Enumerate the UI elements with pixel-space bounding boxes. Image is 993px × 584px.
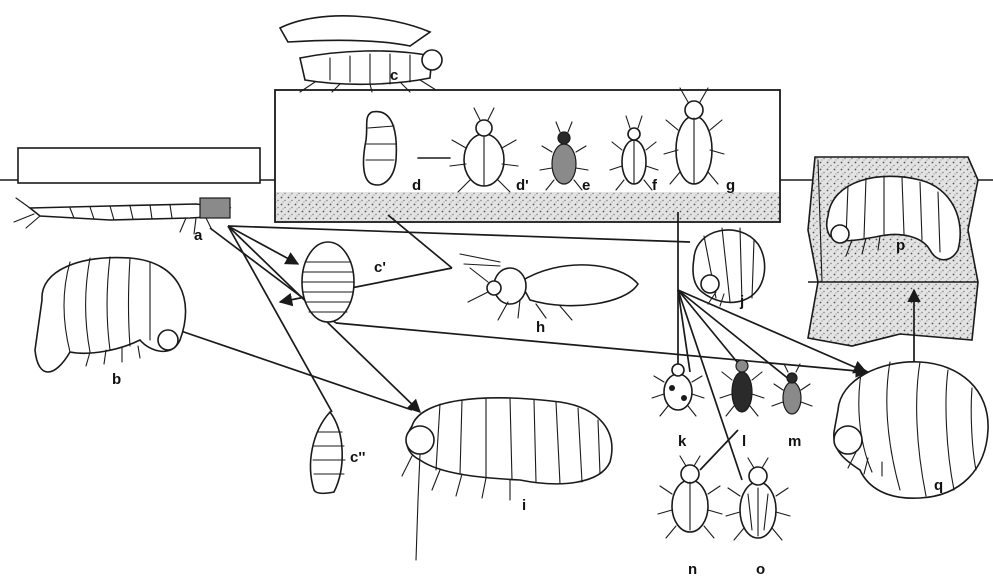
label-h: h — [536, 319, 545, 336]
label-c-prime: c' — [374, 259, 386, 276]
label-k: k — [678, 433, 687, 450]
adult-fly-c — [280, 16, 442, 92]
larva-b — [35, 257, 186, 372]
beetle-m — [772, 364, 812, 414]
label-e: e — [582, 177, 590, 194]
beetle-k — [652, 364, 704, 416]
larva-q — [834, 362, 988, 498]
label-n: n — [688, 561, 697, 578]
pupa-c-double-prime — [311, 412, 345, 493]
beetle-o — [726, 458, 790, 540]
soil-band — [276, 192, 779, 221]
label-m: m — [788, 433, 801, 450]
label-b: b — [112, 371, 121, 388]
label-a: a — [194, 227, 203, 244]
pupa-d — [364, 112, 397, 185]
label-l: l — [742, 433, 746, 450]
beetle-n — [658, 456, 722, 538]
beetle-l — [720, 360, 764, 416]
label-q: q — [934, 477, 943, 494]
label-p: p — [896, 237, 905, 254]
label-c-double-prime: c'' — [350, 449, 365, 466]
label-d: d — [412, 177, 421, 194]
larva-i — [402, 398, 612, 560]
label-c: c — [390, 67, 398, 84]
label-d-prime: d' — [516, 177, 529, 194]
label-i: i — [522, 497, 526, 514]
adult-beetle-h — [460, 254, 638, 320]
host-stem-box — [18, 148, 260, 183]
label-g: g — [726, 177, 735, 194]
puparium-c-prime — [302, 242, 354, 322]
larva-j — [693, 228, 765, 306]
label-j: j — [739, 293, 744, 310]
label-o: o — [756, 561, 765, 578]
